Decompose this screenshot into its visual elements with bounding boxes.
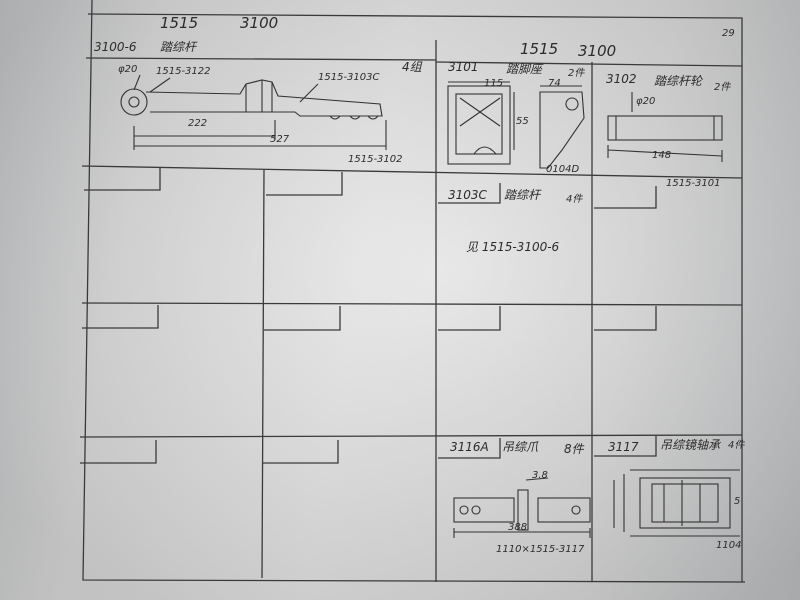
cell6-qty: 4件 (728, 440, 745, 451)
cell5-qty: 8件 (564, 442, 584, 456)
cell1-name: 踏综杆 (160, 40, 197, 54)
cell2-d115: 115 (484, 78, 504, 89)
cell2-code: 3101 (448, 60, 479, 74)
frame-left-bottom (82, 0, 746, 583)
cell1-dim1: 222 (188, 118, 208, 129)
cell6-name: 吊综镜轴承 (660, 438, 721, 452)
cell3-code: 3102 (606, 72, 637, 86)
header-series-right: 3100 (578, 42, 617, 60)
header-model: 1515 (160, 14, 199, 32)
bearing-drawing (613, 469, 740, 537)
cell1-dim2: 527 (270, 134, 290, 145)
cell5-d388: 388 (508, 522, 528, 533)
cell4-note: 见 1515-3100-6 (466, 240, 560, 254)
cell2-d74: 74 (548, 78, 561, 89)
cell5-name: 吊综爪 (502, 440, 539, 454)
lever-drawing (120, 74, 387, 150)
page-number: 29 (722, 28, 735, 39)
cell3-d148: 148 (652, 150, 672, 161)
cell2-d55: 55 (516, 116, 529, 127)
cell1-dia: φ20 (118, 64, 138, 75)
cell6-ref: 1104 (716, 540, 742, 551)
row-divider-3 (79, 434, 743, 438)
cell1-code: 3100-6 (94, 40, 137, 54)
cell3-d20: φ20 (636, 96, 656, 107)
cell6-code: 3117 (608, 440, 639, 454)
cell2-qty: 2件 (568, 68, 585, 79)
cell3-ref: 1515-3101 (666, 178, 721, 189)
frame-top-right (87, 13, 743, 582)
cell6-d5: 5 (734, 496, 741, 507)
cell2-name: 踏脚座 (506, 62, 543, 76)
cell1-ref: 1515-3102 (348, 154, 403, 165)
bracket-drawing (447, 81, 585, 169)
cell5-d38: 3.8 (532, 470, 548, 481)
axle-drawing (607, 92, 723, 162)
cell1-part-a: 1515-3122 (156, 66, 211, 77)
cell4-code: 3103C (448, 188, 487, 202)
header-series: 3100 (240, 14, 279, 32)
cell5-code: 3116A (450, 440, 489, 454)
cell1-qty: 4组 (402, 60, 422, 74)
col-divider-left (261, 169, 265, 579)
row-divider-1 (81, 165, 743, 179)
cell3-qty: 2件 (714, 82, 731, 93)
row-divider-2 (81, 302, 743, 306)
cell1-part-b: 1515-3103C (318, 72, 380, 83)
cell3-name: 踏综杆轮 (654, 74, 703, 88)
cell4-qty: 4件 (566, 194, 583, 205)
cell5-ref: 1110×1515-3117 (496, 544, 585, 555)
cell4-name: 踏综杆 (504, 188, 541, 202)
cell2-ref: 0104D (546, 164, 580, 175)
hook-drawing (453, 477, 591, 538)
header-model-right: 1515 (520, 40, 559, 58)
